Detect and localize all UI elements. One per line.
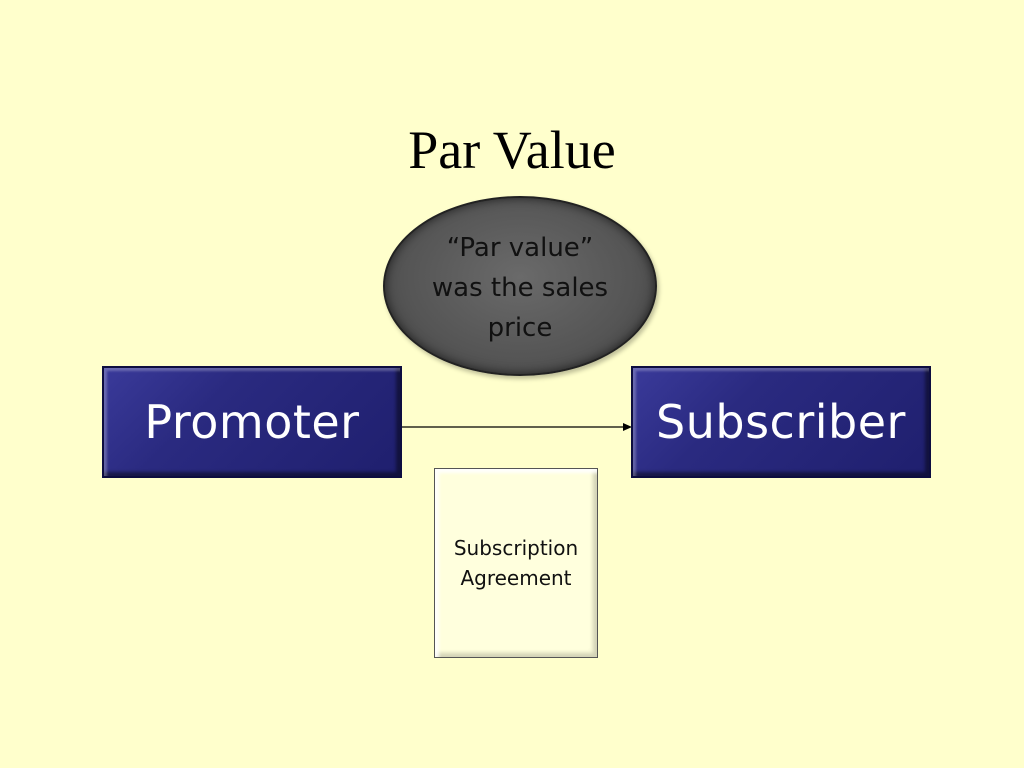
document-text: Subscription Agreement [435, 533, 597, 593]
subscriber-label: Subscriber [656, 395, 906, 449]
document-line: Subscription [453, 536, 579, 560]
callout-text: “Par value” was the sales price [385, 228, 655, 348]
promoter-label: Promoter [144, 395, 360, 449]
callout-line: was the sales [431, 273, 609, 303]
par-value-callout: “Par value” was the sales price [383, 196, 657, 376]
slide-title: Par Value [408, 120, 616, 180]
promoter-to-subscriber-arrow [402, 423, 632, 431]
subscriber-box: Subscriber [631, 366, 931, 478]
subscription-agreement-document: Subscription Agreement [434, 468, 598, 658]
callout-line: price [487, 313, 553, 343]
promoter-box: Promoter [102, 366, 402, 478]
arrow-head [623, 423, 632, 431]
document-line: Agreement [460, 566, 572, 590]
callout-line: “Par value” [446, 233, 594, 263]
